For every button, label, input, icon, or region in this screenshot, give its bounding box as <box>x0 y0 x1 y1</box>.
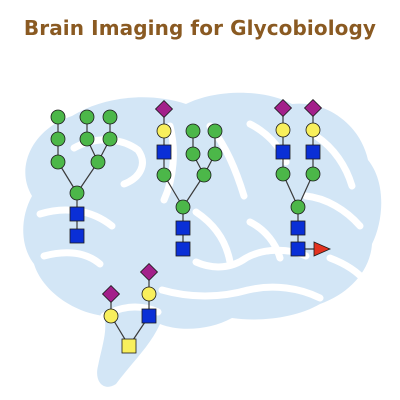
mannose-circle-icon <box>50 131 66 147</box>
mannose-circle-icon <box>305 166 321 182</box>
fucose-triangle-icon <box>313 241 331 257</box>
glcnac-square-icon <box>141 308 157 324</box>
mannose-circle-icon <box>175 199 191 215</box>
brain-sulcus <box>192 246 310 271</box>
glcnac-square-icon <box>275 144 291 160</box>
glcnac-square-icon <box>290 220 306 236</box>
brain-sulcus <box>326 254 370 286</box>
sialic-acid-diamond-icon <box>101 284 121 304</box>
mannose-circle-icon <box>90 154 106 170</box>
mannose-circle-icon <box>185 123 201 139</box>
galactose-circle-icon <box>305 122 321 138</box>
sialic-acid-diamond-icon <box>139 262 159 282</box>
brain-sulcus <box>312 132 356 190</box>
galnac-square-icon <box>121 338 137 354</box>
glycan-high-mannose <box>50 109 118 244</box>
mannose-circle-icon <box>275 166 291 182</box>
galactose-circle-icon <box>103 308 119 324</box>
glycan-hybrid-sialylated <box>154 99 223 257</box>
glcnac-square-icon <box>290 241 306 257</box>
glycan-o-linked <box>101 262 159 354</box>
glycan-complex-fucosylated <box>273 98 331 257</box>
glcnac-square-icon <box>156 144 172 160</box>
mannose-circle-icon <box>69 185 85 201</box>
glcnac-square-icon <box>175 220 191 236</box>
brain-sulcus <box>160 122 177 204</box>
galactose-circle-icon <box>275 122 291 138</box>
sialic-acid-diamond-icon <box>303 98 323 118</box>
mannose-circle-icon <box>50 154 66 170</box>
brain-sulcus <box>302 192 364 230</box>
glcnac-square-icon <box>69 228 85 244</box>
glcnac-square-icon <box>305 144 321 160</box>
mannose-circle-icon <box>79 131 95 147</box>
mannose-circle-icon <box>207 146 223 162</box>
brain-sulcus <box>158 283 324 302</box>
galactose-circle-icon <box>156 123 172 139</box>
mannose-circle-icon <box>290 199 306 215</box>
glcnac-square-icon <box>69 206 85 222</box>
mannose-circle-icon <box>196 167 212 183</box>
brain-sulcus <box>40 249 104 268</box>
brain-sulcus <box>246 218 284 262</box>
galactose-circle-icon <box>141 286 157 302</box>
mannose-circle-icon <box>50 109 66 125</box>
mannose-circle-icon <box>156 167 172 183</box>
brain-sulcus <box>192 208 234 266</box>
mannose-circle-icon <box>79 109 95 125</box>
sialic-acid-diamond-icon <box>273 98 293 118</box>
mannose-circle-icon <box>185 146 201 162</box>
mannose-circle-icon <box>102 109 118 125</box>
mannose-circle-icon <box>102 131 118 147</box>
glcnac-square-icon <box>175 241 191 257</box>
mannose-circle-icon <box>207 123 223 139</box>
sialic-acid-diamond-icon <box>154 99 174 119</box>
page-title: Brain Imaging for Glycobiology <box>23 16 377 40</box>
